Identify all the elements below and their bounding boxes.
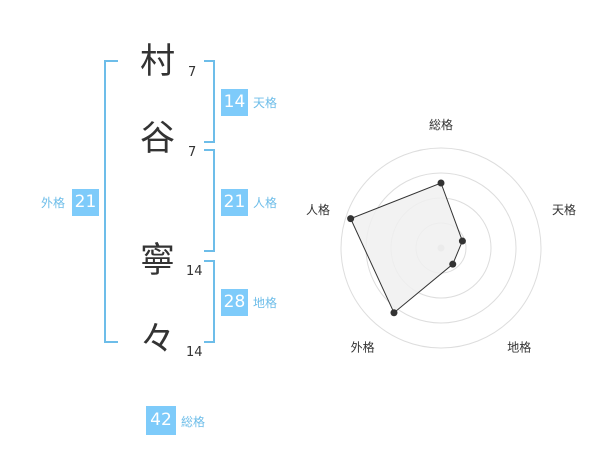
jinkaku-bracket xyxy=(204,149,215,252)
gaikaku-bracket xyxy=(104,60,118,343)
jinkaku-label: 人格 xyxy=(253,196,278,210)
radar-point-5 xyxy=(347,215,355,223)
stroke-count-3: 14 xyxy=(186,264,203,279)
tenkaku-bracket xyxy=(204,60,215,143)
name-char-4: 々 xyxy=(140,320,176,360)
name-char-2: 谷 xyxy=(140,119,176,159)
stroke-count-4: 14 xyxy=(186,345,203,360)
radar-axis-label: 外格 xyxy=(351,340,375,355)
name-char-3: 寧 xyxy=(140,241,176,281)
name-char-1: 村 xyxy=(140,42,176,82)
chikaku-label: 地格 xyxy=(253,296,278,310)
gaikaku-label: 外格 xyxy=(41,196,66,210)
radar-axis-label: 地格 xyxy=(507,340,531,355)
jinkaku-value: 21 xyxy=(221,189,248,216)
tenkaku-label: 天格 xyxy=(253,96,278,110)
radar-ring xyxy=(340,147,542,349)
radar-axis-label: 天格 xyxy=(552,202,576,217)
chikaku-value: 28 xyxy=(221,289,248,316)
radar-series xyxy=(349,182,463,314)
radar-polygon xyxy=(349,182,463,314)
radar-point-3 xyxy=(449,260,457,268)
radar-point-1 xyxy=(437,179,445,187)
tenkaku-value: 14 xyxy=(221,89,248,116)
stroke-count-1: 7 xyxy=(188,65,197,80)
chikaku-bracket xyxy=(204,260,215,343)
stroke-count-2: 7 xyxy=(188,145,197,160)
gaikaku-value: 21 xyxy=(72,189,99,216)
soukaku-value: 42 xyxy=(146,406,176,435)
soukaku-label: 総格 xyxy=(181,415,206,429)
radar-point-2 xyxy=(458,237,466,245)
radar-axis-label: 人格 xyxy=(306,202,330,217)
radar-axis-label: 総格 xyxy=(429,117,453,132)
radar-points xyxy=(347,179,466,317)
radar-point-4 xyxy=(390,309,398,317)
